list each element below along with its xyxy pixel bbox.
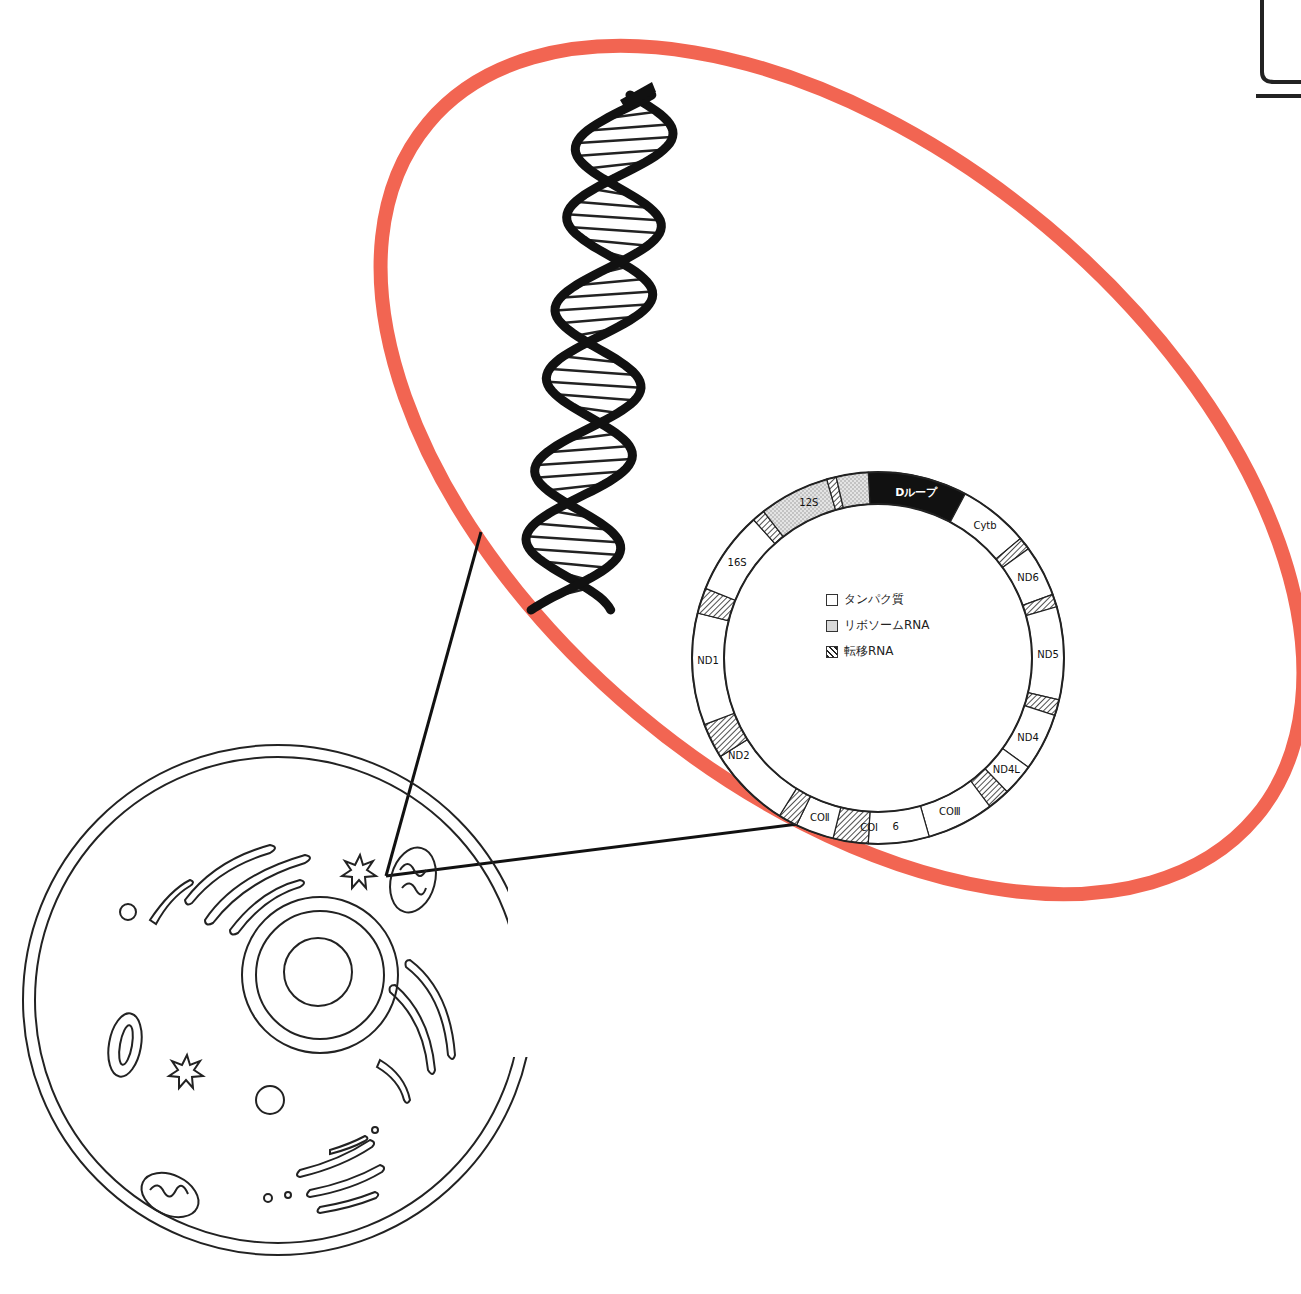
base-pair [526, 536, 618, 542]
gene-segment [868, 472, 965, 522]
ring-outline [724, 504, 1032, 812]
ring-outline [692, 472, 1064, 844]
base-pair [551, 446, 631, 452]
gene-label: Cytb [973, 521, 996, 531]
legend-row: 転移RNA [826, 643, 894, 660]
legend-text: リボソームRNA [844, 617, 930, 634]
leader-line [386, 823, 806, 876]
gene-label: ND2 [728, 751, 750, 761]
gene-segment [836, 472, 870, 508]
base-pair [532, 549, 620, 555]
gene-label: ND1 [697, 656, 719, 666]
base-pair [576, 150, 660, 156]
gene-label: ND5 [1037, 650, 1059, 660]
dna-strand [531, 95, 661, 610]
base-pair [548, 369, 633, 375]
gene-segment [763, 479, 835, 536]
gene-label: Dループ [895, 487, 937, 498]
legend-swatch [826, 620, 838, 632]
legend-text: タンパク質 [844, 591, 904, 608]
dna-strand [526, 95, 673, 610]
legend-swatch [826, 646, 838, 658]
legend-text: 転移RNA [844, 643, 894, 660]
base-pair [578, 137, 671, 143]
base-pair [538, 459, 631, 465]
gene-label: ND4 [1017, 733, 1039, 743]
gene-label: COⅠ [860, 823, 878, 833]
gene-label: ND6 [1017, 573, 1039, 583]
cell [23, 745, 533, 1255]
base-pair [548, 382, 641, 388]
gene-label: COⅡ [810, 813, 830, 823]
legend-row: タンパク質 [826, 591, 904, 608]
gene-label: COⅢ [939, 807, 961, 817]
base-pair [572, 227, 660, 233]
base-pair [592, 124, 672, 130]
base-pair [567, 214, 659, 220]
mtdna-map [692, 472, 1064, 844]
legend-swatch [826, 594, 838, 606]
gene-label: 16S [728, 558, 747, 568]
cut-gap [508, 885, 538, 1057]
base-pair [535, 472, 619, 478]
legend-row: リボソームRNA [826, 617, 930, 634]
heading-fragment [1262, 0, 1301, 82]
heading-underline [1256, 94, 1301, 98]
dna-end [620, 82, 656, 110]
base-pair [563, 292, 652, 298]
gene-label: ND4L [993, 765, 1020, 775]
zoom-ellipse [224, 0, 1301, 1061]
base-pair [555, 304, 646, 310]
leader-line [386, 532, 481, 876]
base-pair [559, 395, 637, 401]
gene-label: 6 [893, 822, 899, 832]
gene-label: 12S [799, 498, 818, 508]
gene-segment [720, 740, 796, 816]
dna-helix [526, 82, 673, 610]
gene-segment [920, 781, 989, 837]
